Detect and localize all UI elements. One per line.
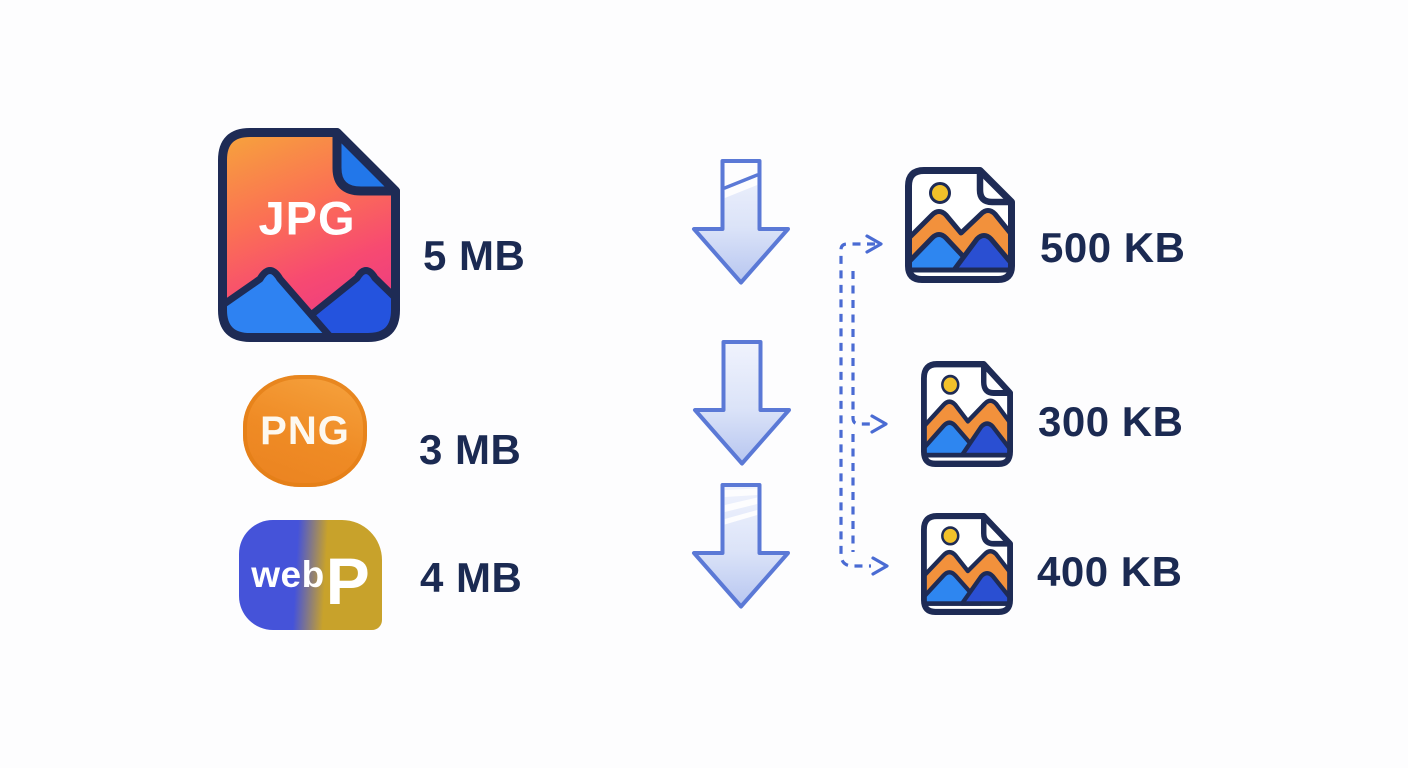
output-size-label-2: 300 KB xyxy=(1038,398,1184,445)
dashed-line-outer xyxy=(839,242,875,568)
output-size-label-3: 400 KB xyxy=(1037,548,1183,595)
webp-size-label: 4 MB xyxy=(420,554,523,601)
compressed-image-icon-1 image-file-icon xyxy=(905,167,1015,283)
compress-arrow-1 download-arrow-icon xyxy=(692,159,790,285)
compressed-image-icon-2 image-file-icon xyxy=(921,361,1013,467)
jpg-file-icon: JPG xyxy=(218,128,400,342)
jpg-light-mountain xyxy=(222,267,344,338)
compressed-image-icon-3 image-file-icon xyxy=(921,513,1013,615)
png-size-label: 3 MB xyxy=(419,426,522,473)
webp-format-label-suffix: P xyxy=(325,544,370,618)
dashed-connector xyxy=(839,234,889,576)
arrowhead-top-icon xyxy=(865,234,883,254)
arrowhead-middle-icon xyxy=(870,414,888,434)
png-file-icon: PNG xyxy=(243,375,367,487)
output-size-label-1: 500 KB xyxy=(1040,224,1186,271)
webp-format-label-prefix: web xyxy=(251,554,325,595)
arrowhead-bottom-icon xyxy=(871,556,889,576)
jpg-size-label: 5 MB xyxy=(423,232,526,279)
compress-arrow-3 download-arrow-icon xyxy=(692,483,790,609)
dashed-line-inner xyxy=(851,271,870,426)
jpg-format-label: JPG xyxy=(258,192,355,245)
png-format-label: PNG xyxy=(260,408,350,453)
compress-arrow-2 download-arrow-icon xyxy=(693,340,791,466)
